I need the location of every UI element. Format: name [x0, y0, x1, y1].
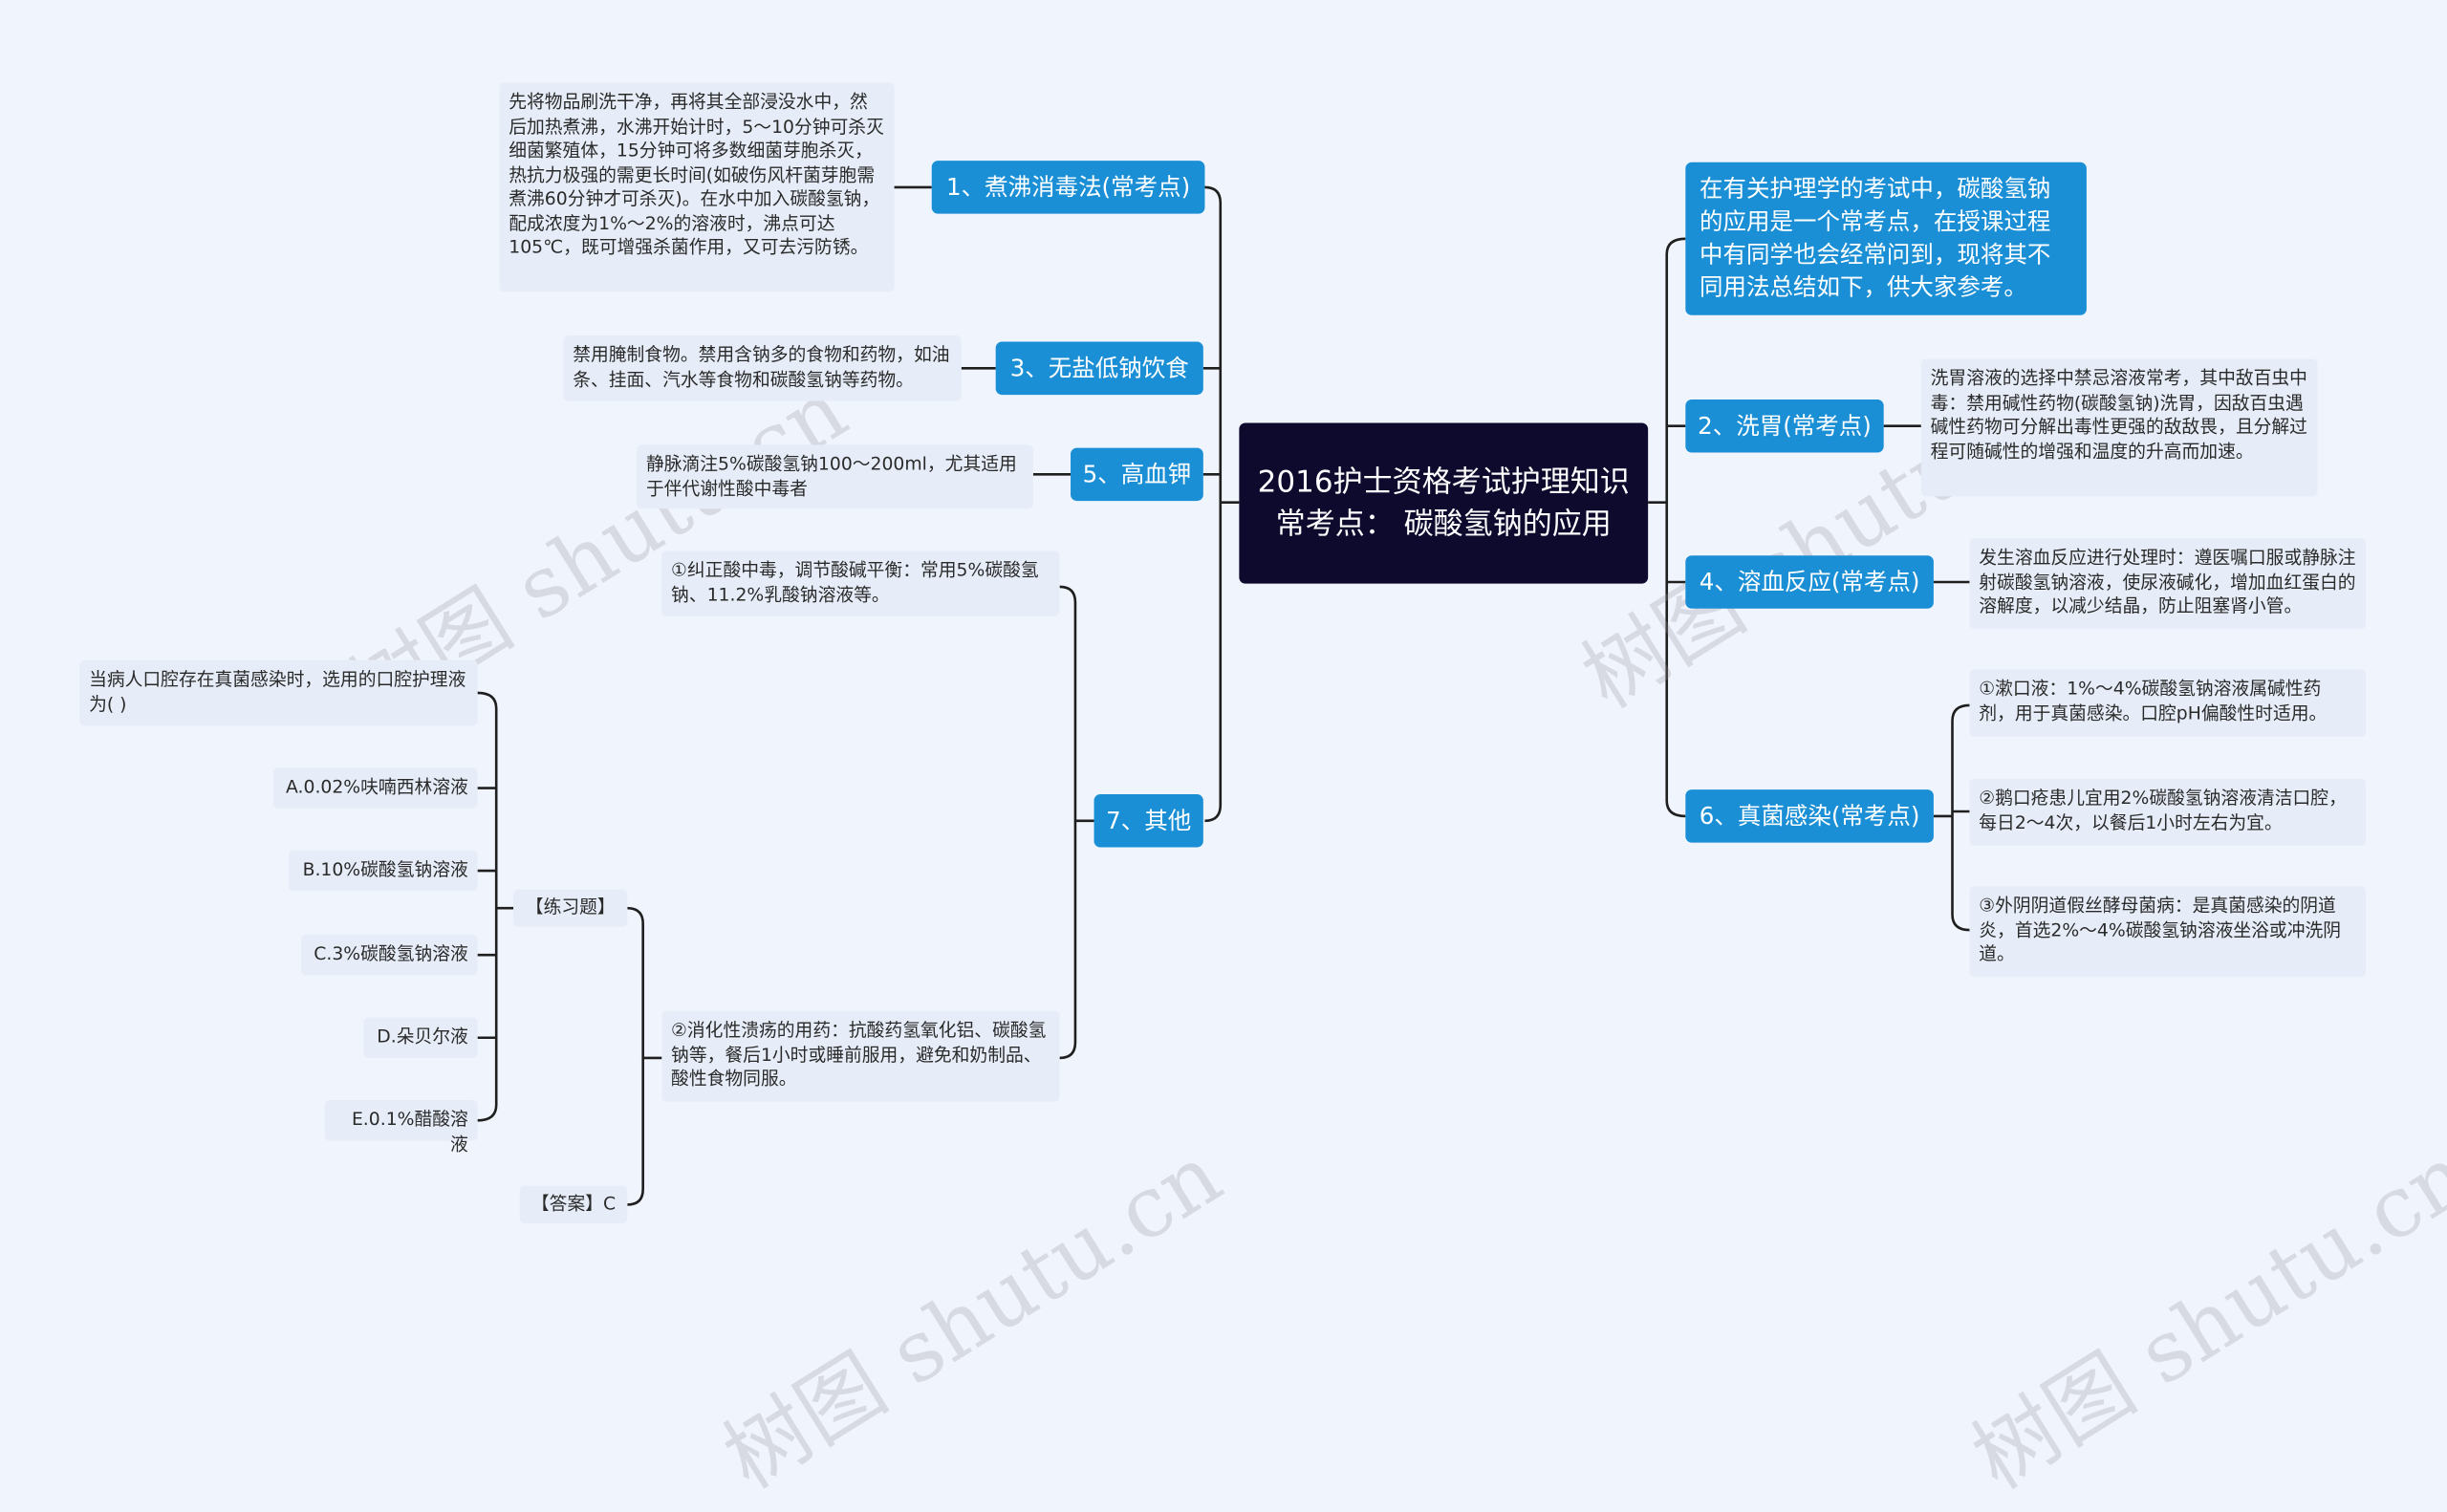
branch-fungal-infection[interactable]: 6、真菌感染(常考点): [1685, 789, 1934, 843]
option-a[interactable]: A.0.02%呋喃西林溶液: [272, 767, 478, 809]
answer-label[interactable]: 【答案】C: [519, 1185, 628, 1224]
note-hyperkalemia[interactable]: 静脉滴注5%碳酸氢钠100～200ml，尤其适用于伴代谢性酸中毒者: [637, 444, 1033, 509]
branch-gastric-lavage[interactable]: 2、洗胃(常考点): [1685, 399, 1884, 453]
option-c[interactable]: C.3%碳酸氢钠溶液: [301, 934, 478, 976]
link-practice-options: [477, 691, 514, 1122]
connector-lines: [477, 185, 1970, 1206]
option-d[interactable]: D.朵贝尔液: [363, 1017, 478, 1058]
link-center-right-trunk: [1648, 237, 1686, 818]
branch-boiling-disinfection[interactable]: 1、煮沸消毒法(常考点): [931, 161, 1205, 214]
item-peptic-ulcer[interactable]: ②消化性溃疡的用药：抗酸药氢氧化铝、碳酸氢钠等，餐后1小时或睡前服用，避免和奶制…: [661, 1010, 1060, 1102]
note-hemolytic-reaction[interactable]: 发生溶血反应进行处理时：遵医嘱口服或静脉注射碳酸氢钠溶液，使尿液碱化，增加血红蛋…: [1969, 538, 2367, 629]
practice-question[interactable]: 当病人口腔存在真菌感染时，选用的口腔护理液为( ): [79, 659, 478, 726]
intro-summary[interactable]: 在有关护理学的考试中，碳酸氢钠的应用是一个常考点，在授课过程中有同学也会经常问到…: [1685, 162, 2087, 315]
mindmap-canvas: 树图 shutu.cn 树图 shutu.cn 树图 shutu.cn 树图 s…: [79, 82, 2447, 1508]
branch-hemolytic-reaction[interactable]: 4、溶血反应(常考点): [1685, 555, 1934, 609]
item-vaginal-candidiasis[interactable]: ③外阴阴道假丝酵母菌病：是真菌感染的阴道炎，首选2%～4%碳酸氢钠溶液坐浴或冲洗…: [1969, 886, 2367, 978]
practice-label[interactable]: 【练习题】: [513, 889, 628, 927]
note-gastric-lavage[interactable]: 洗胃溶液的选择中禁忌溶液常考，其中敌百虫中毒：禁用碱性药物(碳酸氢钠)洗胃，因敌…: [1920, 358, 2318, 497]
item-thrush[interactable]: ②鹅口疮患儿宜用2%碳酸氢钠溶液清洁口腔，每日2～4次，以餐后1小时左右为宜。: [1969, 778, 2367, 846]
option-b[interactable]: B.10%碳酸氢钠溶液: [289, 850, 478, 892]
option-e[interactable]: E.0.1%醋酸溶液: [324, 1100, 478, 1154]
link-center-left-trunk: [1202, 185, 1240, 823]
note-boiling-disinfection[interactable]: 先将物品刷洗干净，再将其全部浸没水中，然后加热煮沸，水沸开始计时，5～10分钟可…: [499, 82, 895, 292]
item-acidosis-correction[interactable]: ①纠正酸中毒，调节酸碱平衡：常用5%碳酸氢钠、11.2%乳酸钠溶液等。: [661, 551, 1060, 616]
note-low-sodium-diet[interactable]: 禁用腌制食物。禁用含钠多的食物和药物，如油条、挂面、汽水等食物和碳酸氢钠等药物。: [563, 335, 962, 401]
link-item2-practice: [627, 906, 662, 1206]
item-mouthwash[interactable]: ①漱口液：1%～4%碳酸氢钠溶液属碱性药剂，用于真菌感染。口腔pH偏酸性时适用。: [1969, 669, 2367, 737]
link-other-items: [1059, 585, 1094, 1060]
branch-low-sodium-diet[interactable]: 3、无盐低钠饮食: [995, 341, 1203, 396]
branch-other[interactable]: 7、其他: [1094, 794, 1203, 848]
central-topic[interactable]: 2016护士资格考试护理知识常考点： 碳酸氢钠的应用: [1239, 422, 1649, 584]
branch-hyperkalemia[interactable]: 5、高血钾: [1071, 447, 1203, 502]
link-b6-items: [1933, 703, 1970, 932]
